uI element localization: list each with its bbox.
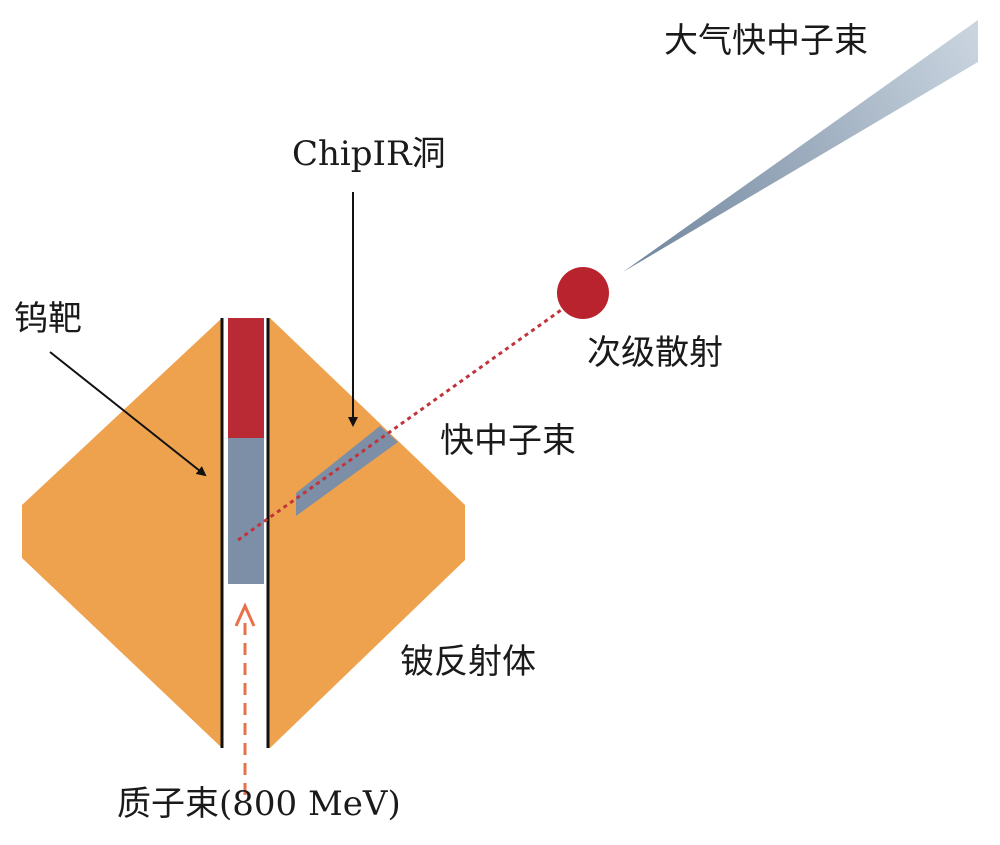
proton-beam-label: 质子束(800 MeV): [117, 784, 401, 824]
tungsten-leader: [49, 351, 207, 477]
tungsten-target-label: 钨靶: [14, 299, 82, 339]
secondary-scatter-dot: [557, 267, 609, 319]
proton-arrow-head: [234, 602, 256, 627]
fast-neutron-path: [237, 296, 579, 542]
secondary-scatter-label: 次级散射: [587, 333, 723, 373]
atmospheric-beam-wedge: [623, 20, 978, 272]
tungsten-target-red: [228, 318, 264, 438]
fast-neutron-beam-label: 快中子束: [440, 421, 576, 461]
beryllium-reflector-label: 铍反射体: [400, 642, 536, 682]
atmospheric-beam-label: 大气快中子束: [664, 21, 868, 61]
chipir-cave-label: ChipIR洞: [292, 134, 446, 174]
chipir-cave-slot: [296, 426, 398, 516]
tungsten-target-blue: [228, 438, 264, 584]
